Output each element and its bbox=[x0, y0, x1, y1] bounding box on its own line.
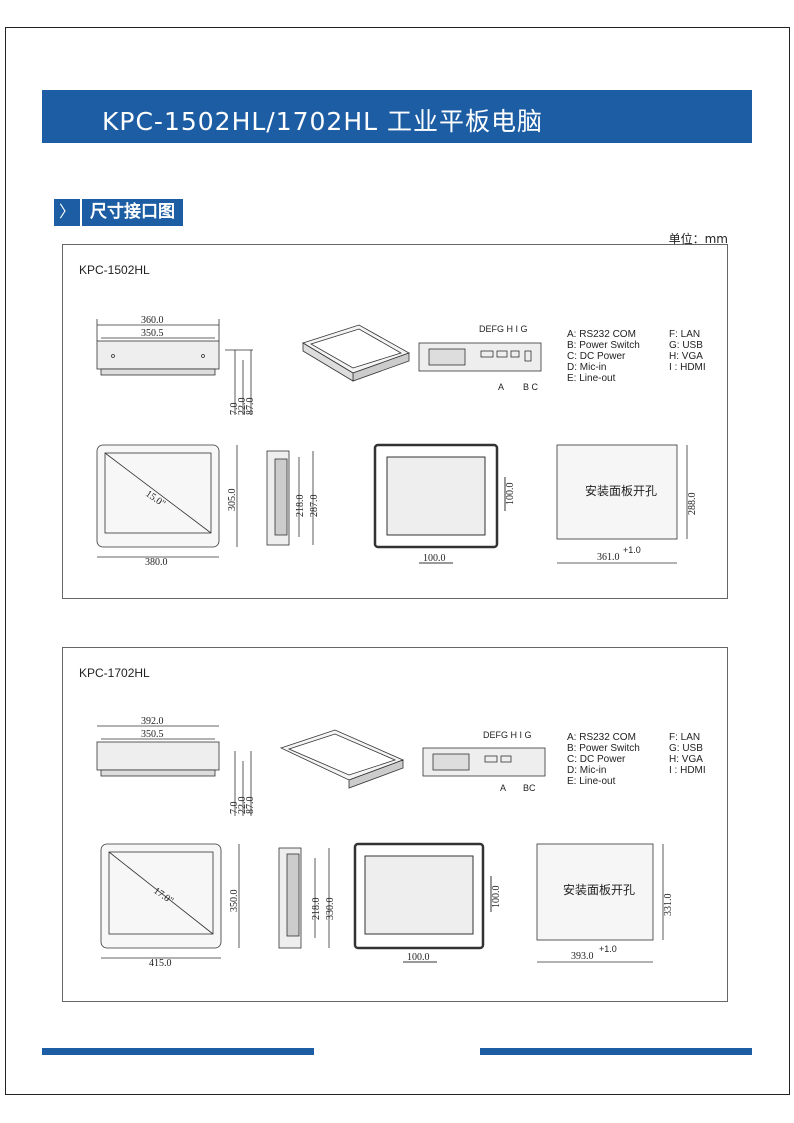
perspective-view bbox=[279, 729, 405, 789]
rear-vesa-v: 100.0 bbox=[505, 483, 516, 506]
page-frame bbox=[5, 27, 790, 1095]
profile-dim-1: 218.0 bbox=[311, 898, 322, 921]
page-title: KPC-1502HL/1702HL 工业平板电脑 bbox=[102, 107, 544, 136]
side-h1-dim: 7.0 bbox=[229, 802, 240, 815]
legend-item: A: RS232 COM bbox=[567, 329, 636, 340]
profile-dim-2: 287.0 bbox=[309, 495, 320, 518]
legend-item: B: Power Switch bbox=[567, 743, 640, 754]
side-inner-dim: 350.5 bbox=[141, 729, 164, 740]
rear-vesa-h: 100.0 bbox=[407, 952, 430, 963]
rear-vesa-h: 100.0 bbox=[423, 553, 446, 564]
cutout-label: 安装面板开孔 bbox=[585, 483, 657, 498]
drawing-panel-1502hl: KPC-1502HL 360.0 350.5 7.0 22.0 87.0 bbox=[62, 244, 728, 599]
side-view bbox=[96, 319, 253, 415]
cutout-h: 331.0 bbox=[663, 894, 674, 917]
legend-item: E: Line-out bbox=[567, 776, 616, 787]
title-banner: KPC-1502HL/1702HL 工业平板电脑 bbox=[42, 90, 752, 143]
front-width-dim: 415.0 bbox=[149, 958, 172, 969]
perspective-view bbox=[302, 324, 410, 382]
cutout-view bbox=[536, 843, 664, 963]
profile-view bbox=[266, 450, 314, 546]
legend-item: H: VGA bbox=[669, 754, 703, 765]
port-letter-bc: BC bbox=[523, 783, 536, 793]
section-title: 尺寸接口图 bbox=[82, 199, 183, 226]
drawing-panel-1702hl: KPC-1702HL 392.0 350.5 7.0 22.0 87.0 DEF… bbox=[62, 647, 728, 1002]
model-name: KPC-1502HL bbox=[79, 263, 150, 277]
tolerance: +1.0 bbox=[623, 545, 641, 555]
legend-item: G: USB bbox=[669, 743, 703, 754]
io-view bbox=[418, 342, 542, 372]
front-height-dim: 305.0 bbox=[227, 489, 238, 512]
legend-item: C: DC Power bbox=[567, 754, 626, 765]
port-letter-a: A bbox=[500, 783, 506, 793]
cutout-w: 361.0 bbox=[597, 552, 620, 563]
port-letter-bc: B C bbox=[523, 382, 539, 392]
port-letters-top: DEFG H I G bbox=[479, 324, 528, 334]
side-inner-dim: 350.5 bbox=[141, 328, 164, 339]
side-h2-dim: 22.0 bbox=[237, 398, 248, 416]
profile-dim-1: 218.0 bbox=[295, 495, 306, 518]
chevron-right-icon: 〉 bbox=[54, 199, 82, 226]
front-width-dim: 380.0 bbox=[145, 557, 168, 568]
cutout-h: 288.0 bbox=[687, 493, 698, 516]
side-width-dim: 392.0 bbox=[141, 716, 164, 727]
io-view bbox=[422, 747, 546, 777]
rear-view bbox=[373, 443, 506, 564]
legend-item: I : HDMI bbox=[669, 765, 706, 776]
legend-item: H: VGA bbox=[669, 351, 703, 362]
side-width-dim: 360.0 bbox=[141, 315, 164, 326]
model-name: KPC-1702HL bbox=[79, 666, 150, 680]
legend-item: G: USB bbox=[669, 340, 703, 351]
side-h2-dim: 22.0 bbox=[237, 797, 248, 815]
cutout-w: 393.0 bbox=[571, 951, 594, 962]
side-view bbox=[96, 725, 252, 816]
legend-item: I : HDMI bbox=[669, 362, 706, 373]
legend-item: B: Power Switch bbox=[567, 340, 640, 351]
rear-vesa-v: 100.0 bbox=[491, 886, 502, 909]
legend-col-1: A: RS232 COM B: Power Switch C: DC Power… bbox=[567, 732, 640, 787]
footer-bar-right bbox=[480, 1048, 752, 1055]
port-letters-top: DEFG H I G bbox=[483, 730, 532, 740]
legend-item: E: Line-out bbox=[567, 373, 616, 384]
legend-item: F: LAN bbox=[669, 329, 701, 340]
tolerance: +1.0 bbox=[599, 944, 617, 954]
side-h3-dim: 87.0 bbox=[245, 797, 256, 815]
footer-bar-left bbox=[42, 1048, 314, 1055]
unit-label: 单位：mm bbox=[668, 232, 728, 246]
legend-item: D: Mic-in bbox=[567, 765, 607, 776]
rear-view bbox=[353, 842, 492, 963]
legend-col-1: A: RS232 COM B: Power Switch C: DC Power… bbox=[567, 329, 640, 384]
cutout-label: 安装面板开孔 bbox=[563, 882, 635, 897]
side-h1-dim: 7.0 bbox=[229, 403, 240, 416]
port-letter-a: A bbox=[498, 382, 504, 392]
dimension-drawing: 360.0 350.5 7.0 22.0 87.0 DEFG H I G A B… bbox=[96, 315, 698, 568]
front-height-dim: 350.0 bbox=[229, 890, 240, 913]
legend-col-2: F: LAN G: USB H: VGA I : HDMI bbox=[669, 732, 706, 776]
profile-dim-2: 330.0 bbox=[325, 898, 336, 921]
profile-view bbox=[278, 847, 330, 949]
front-view bbox=[96, 444, 238, 558]
legend-item: C: DC Power bbox=[567, 351, 626, 362]
cutout-view bbox=[556, 444, 688, 564]
front-view bbox=[100, 843, 240, 959]
legend-item: F: LAN bbox=[669, 732, 701, 743]
side-h3-dim: 87.0 bbox=[245, 398, 256, 416]
legend-col-2: F: LAN G: USB H: VGA I : HDMI bbox=[669, 329, 706, 373]
legend-item: D: Mic-in bbox=[567, 362, 607, 373]
section-header: 〉 尺寸接口图 bbox=[54, 199, 183, 226]
dimension-drawing: 392.0 350.5 7.0 22.0 87.0 DEFG H I G A B… bbox=[96, 716, 674, 969]
legend-item: A: RS232 COM bbox=[567, 732, 636, 743]
